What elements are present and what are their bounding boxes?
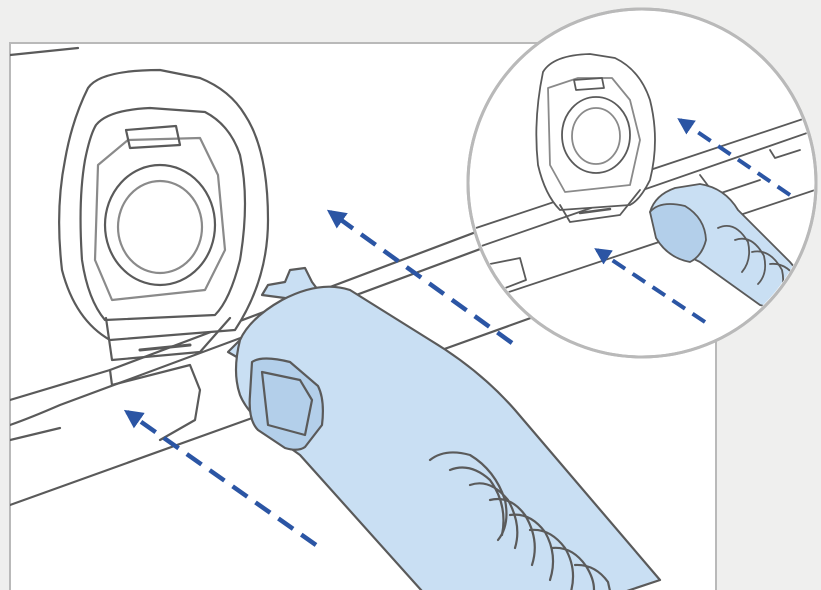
inset-air-outlet-icon [535, 53, 656, 223]
heated-tube-connector-icon [226, 266, 662, 590]
air-outlet-icon [58, 68, 270, 362]
arrow-main-lower [123, 409, 318, 547]
arrow-main-upper [326, 209, 514, 345]
arrow-inset-upper [677, 118, 792, 197]
arrow-inset-lower [594, 248, 707, 324]
inset-border [466, 7, 818, 359]
